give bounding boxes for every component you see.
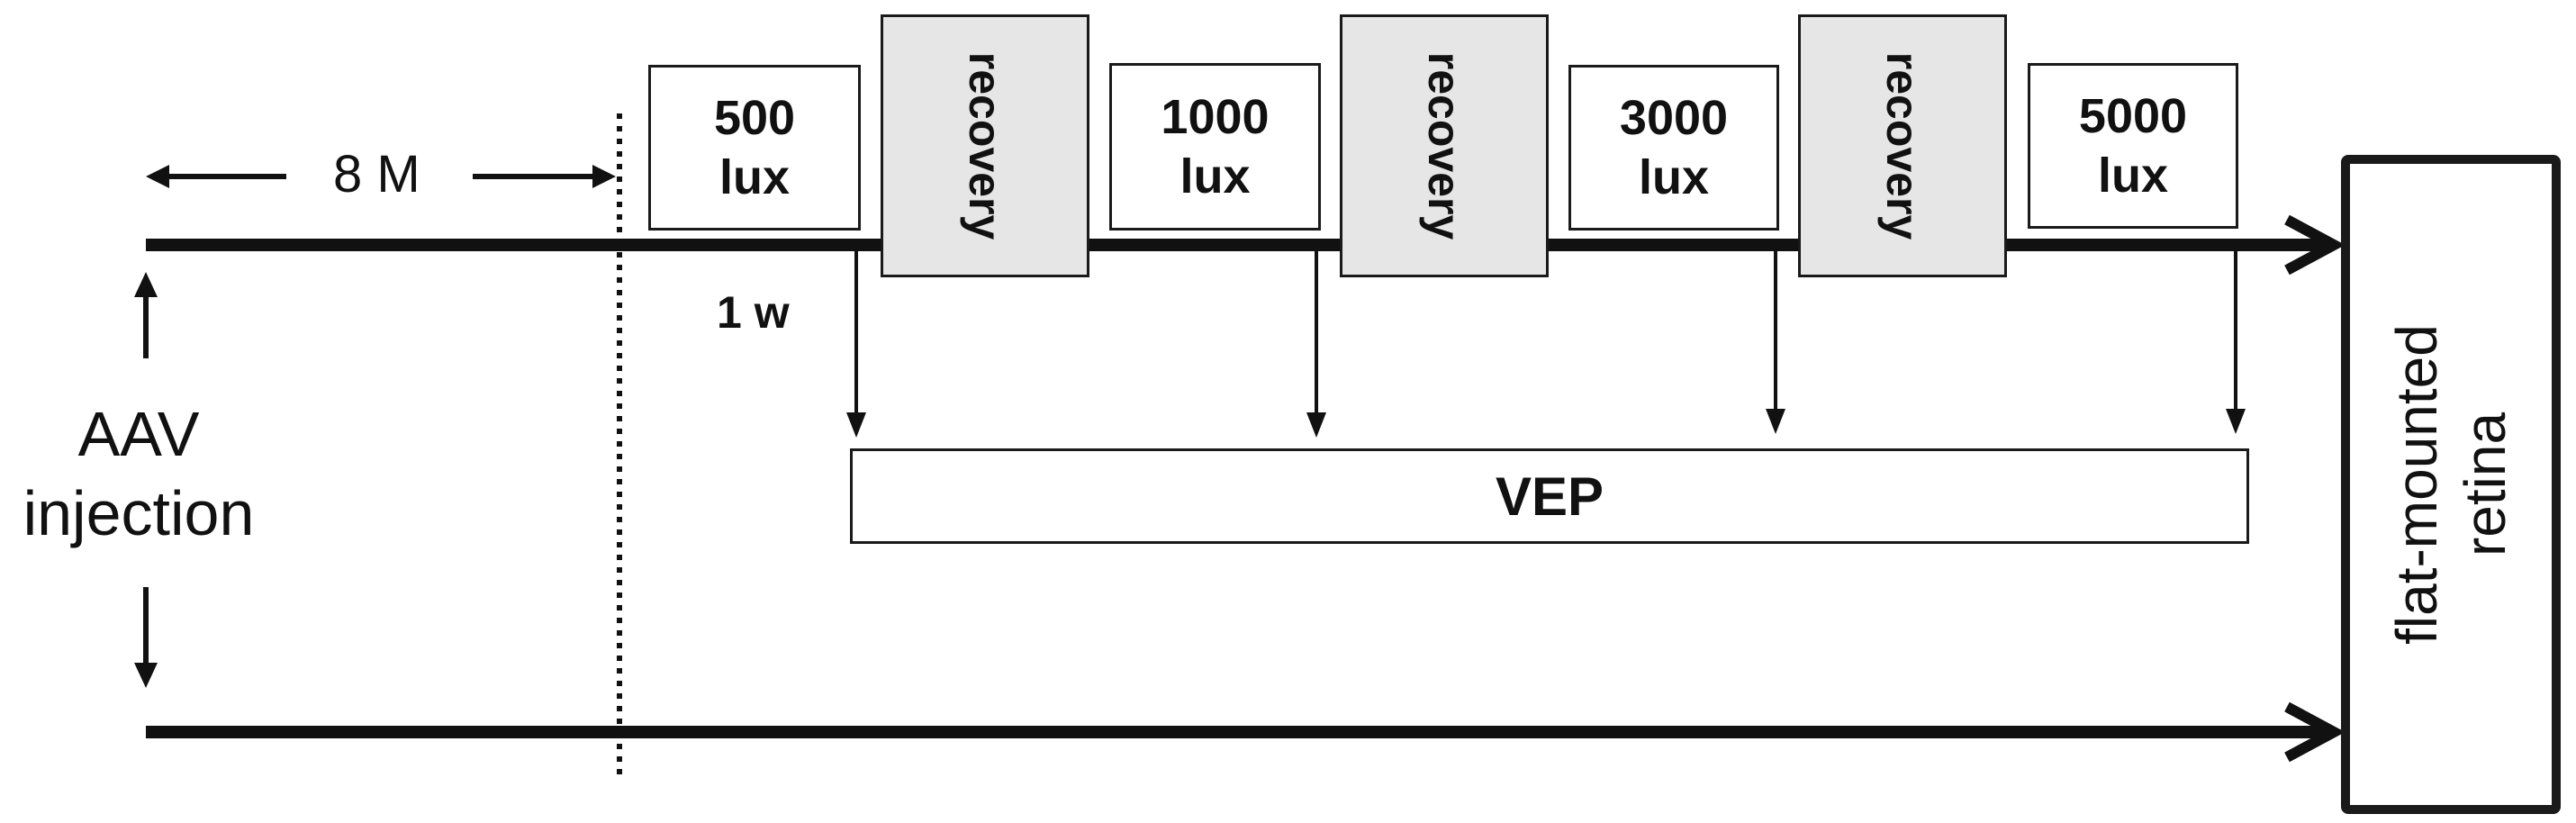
injection-label-line1: AAV <box>77 399 200 469</box>
recovery-label: recovery <box>1877 51 1928 240</box>
light-step-value: 500 <box>713 91 796 145</box>
vep-label: VEP <box>1495 466 1604 527</box>
recovery-box-1: recovery <box>881 14 1089 277</box>
endpoint-label-line2: retina <box>2453 412 2517 557</box>
light-step-5000: 5000 lux <box>2028 63 2238 229</box>
light-step-unit: lux <box>1638 150 1710 204</box>
injection-label-line2: injection <box>23 478 255 548</box>
light-step-500: 500 lux <box>648 65 861 231</box>
light-step-value: 1000 <box>1161 90 1270 144</box>
endpoint-label: flat-mounted retina <box>2382 324 2519 645</box>
endpoint-label-line1: flat-mounted <box>2384 324 2449 645</box>
duration-label: 8 M <box>333 145 420 203</box>
recovery-label: recovery <box>1419 51 1469 240</box>
control-timeline-arrowhead <box>2284 701 2346 763</box>
light-step-value: 5000 <box>2078 89 2188 143</box>
light-step-value: 3000 <box>1619 91 1729 145</box>
endpoint-box: flat-mounted retina <box>2341 155 2561 814</box>
light-step-unit: lux <box>1180 149 1251 203</box>
recovery-box-3: recovery <box>1798 14 2007 277</box>
interval-label: 1 w <box>717 287 790 338</box>
recovery-label: recovery <box>960 51 1010 240</box>
light-step-3000: 3000 lux <box>1568 65 1779 231</box>
recovery-box-2: recovery <box>1340 14 1549 277</box>
light-step-unit: lux <box>2097 149 2169 203</box>
vep-box: VEP <box>850 448 2249 544</box>
main-timeline-arrowhead <box>2284 214 2346 276</box>
injection-label: AAV injection <box>7 394 270 553</box>
light-step-unit: lux <box>719 150 791 204</box>
light-step-1000: 1000 lux <box>1109 63 1321 231</box>
